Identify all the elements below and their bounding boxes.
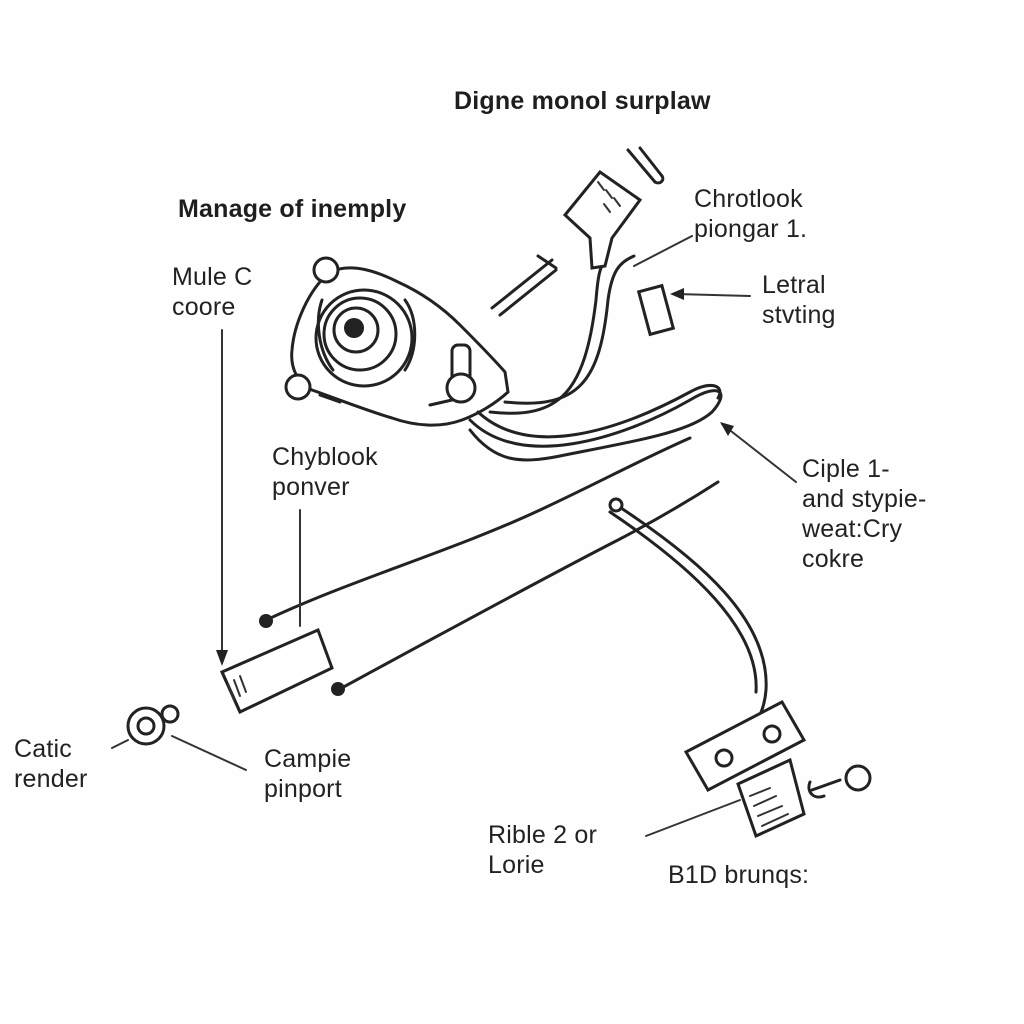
bracket-arm — [608, 497, 872, 839]
label-ciple-line-3: weat:Cry — [802, 515, 903, 543]
label-chyblook: Chyblook ponver — [272, 442, 378, 502]
label-ciple: Ciple 1- and stypie- weat:Cry cokre — [802, 454, 927, 574]
leader-lines — [111, 235, 797, 837]
label-chyblook-line-1: Chyblook — [272, 443, 378, 471]
motor-cables — [468, 254, 723, 462]
label-mule-core-line-1: Mule C — [172, 263, 253, 291]
label-catic-line-1: Catic — [14, 735, 72, 763]
letral-part — [636, 283, 676, 337]
label-ciple-line-4: cokre — [802, 545, 865, 573]
label-letral-line-2: stvting — [762, 301, 836, 329]
label-chyblook-line-2: ponver — [272, 473, 350, 501]
label-rible-line-2: Lorie — [488, 851, 545, 879]
label-letral: Letral stvting — [762, 270, 836, 330]
label-catic: Catic render — [14, 734, 87, 794]
label-chrotlook-line-1: Chrotlook — [694, 185, 803, 213]
chrotlook-part — [490, 146, 665, 317]
label-campie-line-1: Campie — [264, 745, 352, 773]
catic-part — [126, 704, 180, 746]
label-b1d: B1D brunqs: — [668, 861, 810, 889]
label-mule-core-line-2: coore — [172, 293, 236, 321]
label-catic-line-2: render — [14, 765, 88, 793]
label-mule-core: Mule C coore — [172, 262, 252, 322]
label-letral-line-1: Letral — [762, 271, 826, 299]
label-chrotlook: Chrotlook piongar 1. — [694, 184, 807, 244]
label-rible-line-1: Rible 2 or — [488, 821, 597, 849]
label-campie: Campie pinport — [264, 744, 351, 804]
shaft-housing — [220, 436, 720, 715]
label-ciple-line-2: and stypie- — [802, 485, 927, 513]
motor-assembly — [284, 256, 510, 427]
label-ciple-line-1: Ciple 1- — [802, 455, 890, 483]
label-campie-line-2: pinport — [264, 775, 342, 803]
diagram-subtitle: Manage of inemply — [178, 195, 407, 223]
label-rible: Rible 2 or Lorie — [488, 820, 597, 880]
diagram-title: Digne monol surplaw — [454, 87, 711, 115]
label-chrotlook-line-2: piongar 1. — [694, 215, 808, 243]
